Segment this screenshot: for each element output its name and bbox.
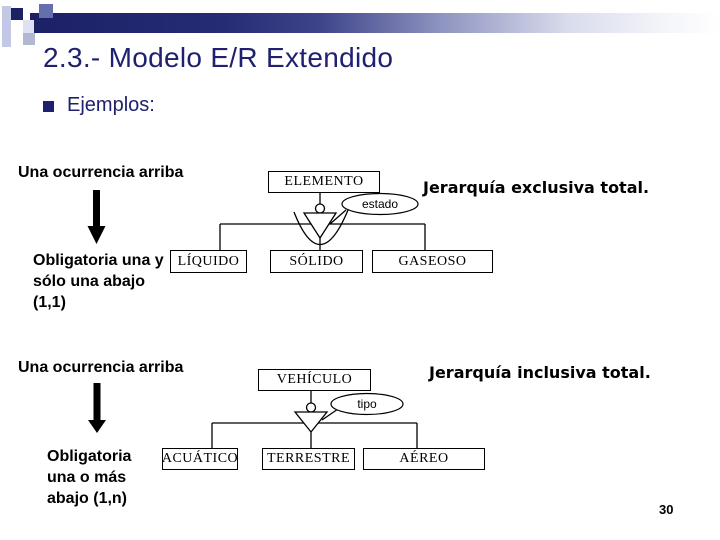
page-number: 30	[659, 502, 674, 517]
entity-box-parent: VEHÍCULO	[258, 369, 371, 391]
decoration-square-pale	[23, 20, 34, 33]
generalization-triangle-icon	[293, 411, 329, 434]
diagram1-note-top: Una ocurrencia arriba	[18, 164, 184, 181]
diagram1-note-bottom: Obligatoria una y sólo una abajo (1,1)	[33, 250, 164, 313]
entity-box-child: GASEOSO	[372, 250, 493, 273]
note-line: Obligatoria	[47, 448, 132, 465]
slide-title: 2.3.- Modelo E/R Extendido	[43, 42, 394, 73]
decoration-square-gray	[23, 33, 35, 45]
entity-box-child: LÍQUIDO	[170, 250, 247, 273]
diagram2-note-bottom: Obligatoria una o más abajo (1,n)	[47, 446, 131, 509]
note-line: (1,1)	[33, 294, 66, 311]
note-line: Obligatoria una y	[33, 252, 164, 269]
note-line: abajo (1,n)	[47, 490, 128, 507]
decoration-square-navy	[11, 8, 23, 20]
exclusivity-arc-icon	[293, 209, 349, 245]
attribute-label: tipo	[357, 397, 377, 411]
decoration-strip	[2, 6, 11, 47]
note-line: una o más	[47, 469, 127, 486]
entity-box-child: ACUÁTICO	[162, 448, 238, 470]
entity-box-child: SÓLIDO	[270, 250, 363, 273]
diagram2-note-top: Una ocurrencia arriba	[18, 359, 184, 376]
diagram2-graphics	[88, 383, 418, 448]
bullet-square-icon	[43, 101, 54, 112]
note-line: sólo una abajo	[33, 273, 146, 290]
entity-box-child: TERRESTRE	[262, 448, 355, 470]
subtype-circle-icon	[314, 203, 326, 214]
attribute-label: estado	[361, 197, 399, 211]
diagram2-caption: Jerarquía inclusiva total.	[429, 363, 651, 382]
down-arrow-icon	[87, 190, 106, 244]
generalization-triangle-icon	[302, 212, 338, 240]
decoration-square-slate	[39, 4, 53, 18]
subtype-circle-icon	[305, 402, 317, 413]
entity-box-child: AÉREO	[363, 448, 485, 470]
bullet-label: Ejemplos:	[67, 94, 155, 116]
entity-box-parent: ELEMENTO	[268, 171, 380, 193]
down-arrow-icon	[88, 383, 106, 433]
header-gradient-bar	[30, 13, 720, 33]
diagram1-caption: Jerarquía exclusiva total.	[423, 178, 650, 197]
